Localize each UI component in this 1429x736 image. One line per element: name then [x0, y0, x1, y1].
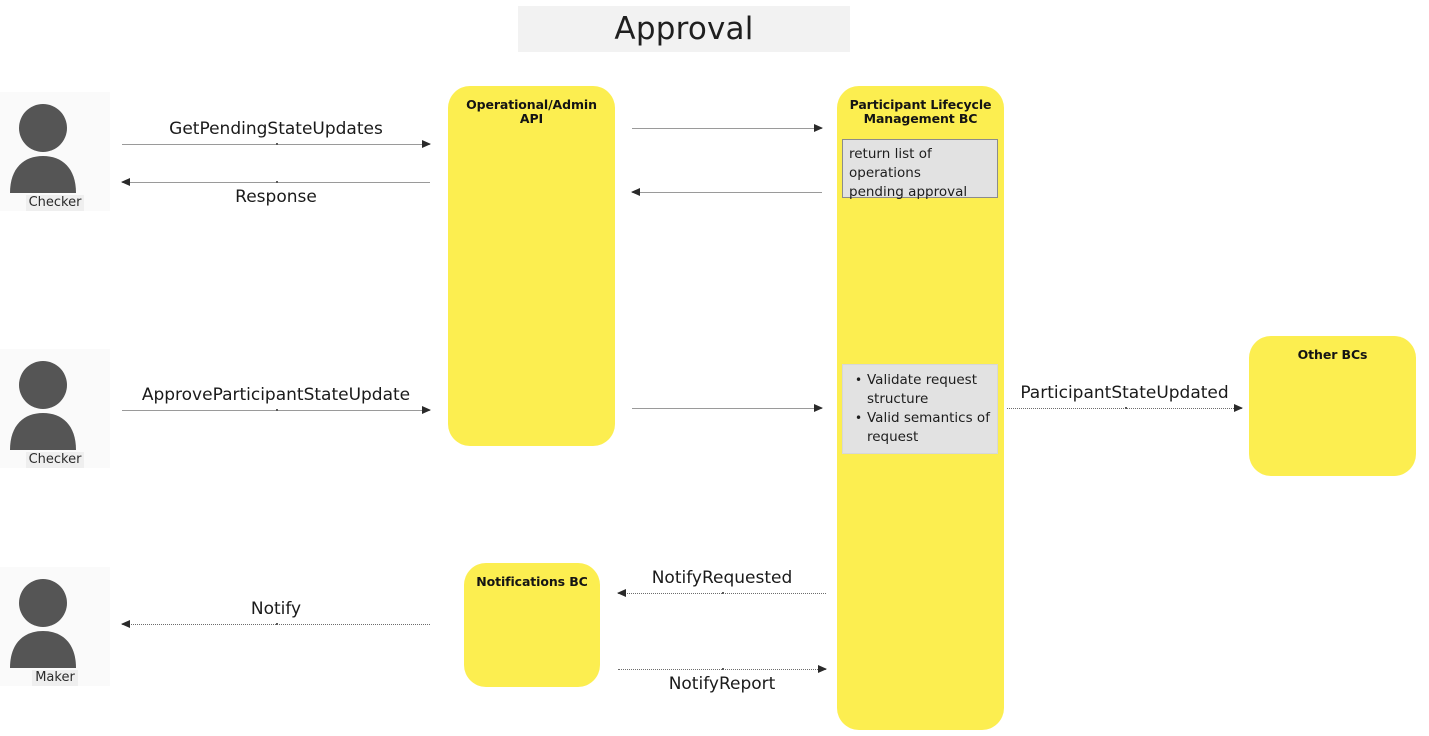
message-line — [632, 128, 822, 129]
actor-checker-top: Checker — [0, 92, 110, 211]
arrowhead-right-icon — [1234, 404, 1243, 412]
arrowhead-right-icon — [814, 404, 823, 412]
arrowhead-left-icon — [121, 620, 130, 628]
participant-label: Notifications BC — [476, 574, 588, 589]
arrowhead-left-icon — [631, 188, 640, 196]
arrowhead-left-icon — [617, 589, 626, 597]
actor-label: Maker — [32, 670, 78, 686]
participant-label: Operational/Admin API — [466, 97, 597, 126]
actor-label: Checker — [25, 452, 85, 468]
participant-label: Other BCs — [1297, 347, 1368, 362]
actor-checker-middle: Checker — [0, 349, 110, 468]
actor-label: Checker — [25, 195, 85, 211]
note-bullet: Validate request structure — [855, 371, 991, 409]
message-mid-dot — [722, 668, 724, 670]
message-label: Notify — [250, 599, 302, 619]
message-get-pending-state-updates: GetPendingStateUpdates — [122, 119, 431, 148]
message-api-to-bc-request-2 — [632, 404, 823, 412]
arrowhead-right-icon — [814, 124, 823, 132]
message-label: ApproveParticipantStateUpdate — [141, 385, 411, 405]
message-label: ParticipantStateUpdated — [1020, 383, 1229, 403]
note-line: pending approval — [849, 184, 968, 200]
note-validation: Validate request structure Valid semanti… — [842, 364, 998, 454]
note-bullet: Valid semantics of request — [855, 409, 991, 447]
arrowhead-right-icon — [818, 665, 827, 673]
message-bc-to-api-response-1 — [631, 188, 822, 196]
actor-maker-bottom: Maker — [0, 567, 110, 686]
arrowhead-right-icon — [422, 406, 431, 414]
note-return-pending: return list of operations pending approv… — [842, 139, 998, 200]
person-icon — [0, 567, 110, 669]
participant-other-bcs[interactable]: Other BCs — [1249, 336, 1416, 476]
message-label: NotifyRequested — [651, 568, 793, 588]
participant-label: Participant Lifecycle Management BC — [845, 98, 996, 126]
message-line — [632, 408, 822, 409]
participant-label-line2: Management BC — [863, 111, 978, 126]
message-line — [632, 192, 822, 193]
participant-notifications-bc[interactable]: Notifications BC — [464, 563, 600, 687]
message-mid-dot — [1124, 407, 1127, 409]
message-mid-dot — [276, 623, 278, 625]
diagram-title-banner: Approval — [518, 6, 850, 52]
message-notify: Notify — [121, 599, 430, 628]
message-mid-dot — [276, 409, 278, 411]
message-label: NotifyReport — [668, 674, 776, 694]
note-line: return list of operations — [849, 146, 932, 181]
message-participant-state-updated: ParticipantStateUpdated — [1007, 383, 1243, 412]
message-mid-dot — [276, 143, 278, 145]
arrowhead-right-icon — [422, 140, 431, 148]
participant-operational-admin-api[interactable]: Operational/Admin API — [448, 86, 615, 446]
message-response: Response — [121, 178, 430, 207]
person-icon — [0, 349, 110, 451]
message-notify-report: NotifyReport — [618, 665, 827, 694]
message-notify-requested: NotifyRequested — [617, 568, 826, 597]
page-title: Approval — [614, 10, 754, 47]
person-icon — [0, 92, 110, 194]
message-label: GetPendingStateUpdates — [169, 119, 383, 139]
arrowhead-left-icon — [121, 178, 130, 186]
message-mid-dot — [276, 181, 278, 183]
message-mid-dot — [722, 592, 724, 594]
message-approve-participant-state-update: ApproveParticipantStateUpdate — [122, 385, 431, 414]
message-api-to-bc-request-1 — [632, 124, 823, 132]
participant-label-line1: Participant Lifecycle — [849, 97, 992, 112]
message-label: Response — [235, 187, 317, 207]
